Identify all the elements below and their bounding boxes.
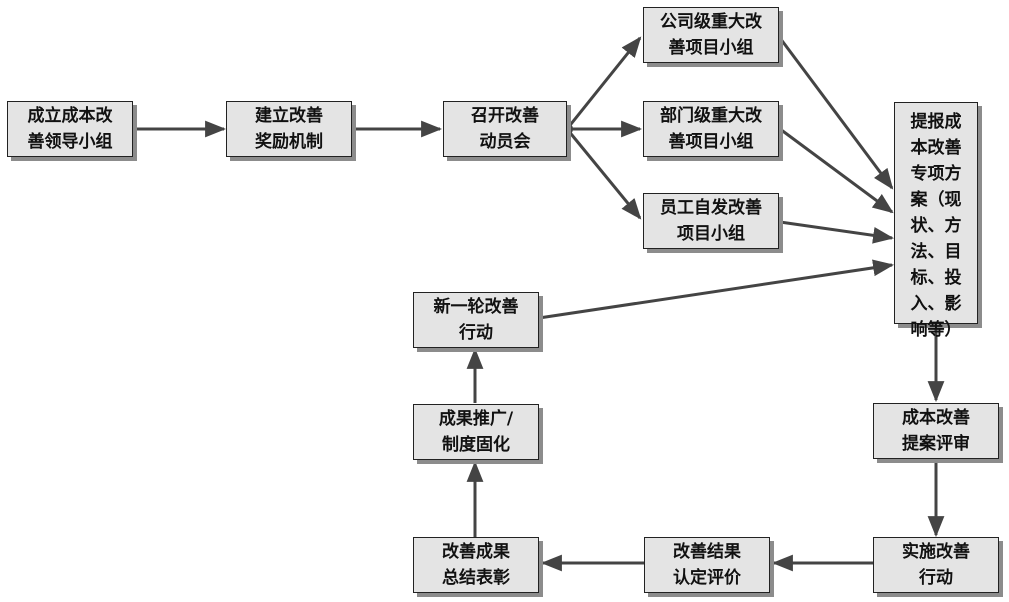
node-text-line: 善项目小组 <box>668 38 754 58</box>
node-text-line: 部门级重大改 <box>660 106 762 126</box>
arrow-company-to-proposal <box>778 37 894 190</box>
node-text-line: 总结表彰 <box>442 568 510 588</box>
node-dept-team: 部门级重大改善项目小组 <box>643 101 779 157</box>
node-review: 成本改善提案评审 <box>873 403 999 459</box>
node-text-line: 项目小组 <box>677 224 745 244</box>
node-text-line: 善领导小组 <box>27 132 113 152</box>
node-implement: 实施改善行动 <box>873 537 999 593</box>
node-text-line: 成本改善 <box>902 408 970 428</box>
arrow-newround-to-proposal <box>538 259 895 320</box>
node-evaluate: 改善结果认定评价 <box>644 537 770 593</box>
node-proposal: 提报成 本改善 专项方 案（现 状、方 法、目 标、投 入、影 响等） <box>894 102 978 340</box>
node-text-line: 成立成本改 <box>27 106 113 126</box>
node-text-line: 动员会 <box>479 132 531 152</box>
node-text-line: 实施改善 <box>902 542 970 562</box>
node-setup-team: 成立成本改善领导小组 <box>7 101 133 157</box>
arrow-dept-to-proposal <box>779 127 894 214</box>
node-promote: 成果推广/制度固化 <box>413 404 539 460</box>
node-kickoff: 召开改善动员会 <box>443 101 567 157</box>
node-text-line: 专项方 <box>910 164 962 184</box>
node-company-team: 公司级重大改善项目小组 <box>643 7 779 63</box>
node-text-line: 善项目小组 <box>668 132 754 152</box>
node-incentive: 建立改善奖励机制 <box>226 101 352 157</box>
node-text-line: 员工自发改善 <box>660 198 762 218</box>
node-text-line: 改善结果 <box>673 542 741 562</box>
node-summary: 改善成果总结表彰 <box>413 537 539 593</box>
node-text-line: 成果推广/ <box>438 409 514 429</box>
node-text-line: 建立改善 <box>255 106 323 126</box>
node-text-line: 制度固化 <box>442 435 510 455</box>
arrow-staff-to-proposal <box>779 220 895 244</box>
node-text-line: 召开改善 <box>471 106 539 126</box>
node-new-round: 新一轮改善行动 <box>413 292 539 348</box>
node-text-line: 提案评审 <box>902 434 970 454</box>
node-text-line: 响等） <box>910 320 962 340</box>
node-text-line: 新一轮改善 <box>433 297 519 317</box>
node-text-line: 奖励机制 <box>255 132 323 152</box>
node-text-line: 本改善 <box>910 138 962 158</box>
node-text-line: 标、投 <box>910 268 962 288</box>
node-text-line: 入、影 <box>910 294 962 314</box>
arrow-kickoff-to-company <box>565 36 642 130</box>
node-text-line: 改善成果 <box>442 542 510 562</box>
node-text-line: 状、方 <box>910 216 962 236</box>
node-text-line: 案（现 <box>910 190 962 210</box>
node-text-line: 行动 <box>459 323 493 343</box>
node-text-line: 法、目 <box>910 242 962 262</box>
node-text-line: 认定评价 <box>673 568 741 588</box>
node-text-line: 提报成 <box>910 112 962 132</box>
node-text-line: 行动 <box>919 568 953 588</box>
node-text-line: 公司级重大改 <box>660 12 762 32</box>
arrow-kickoff-to-staff <box>565 128 642 220</box>
node-staff-team: 员工自发改善项目小组 <box>643 193 779 249</box>
